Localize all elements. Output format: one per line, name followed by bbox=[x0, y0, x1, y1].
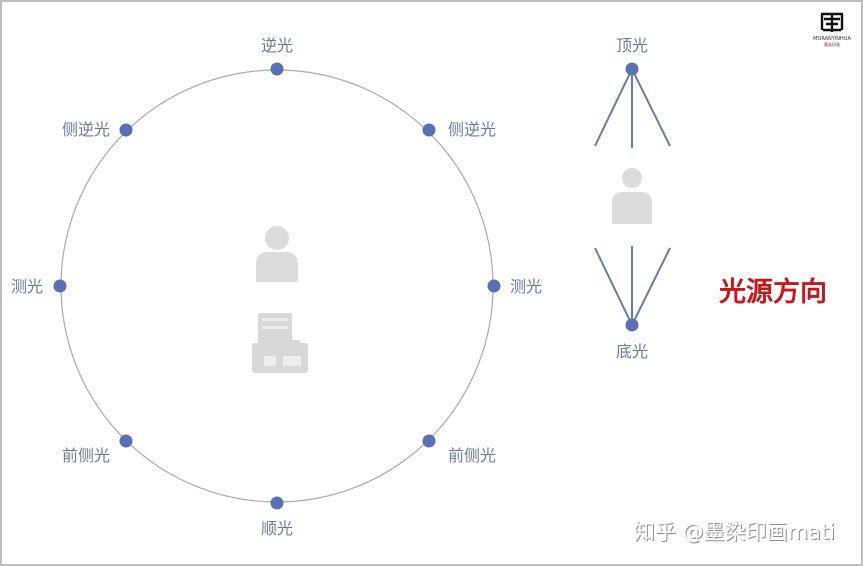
label-bottom: 顺光 bbox=[261, 519, 293, 538]
circle-light-labels: 逆光 侧逆光 测光 前侧光 顺光 前侧光 测光 侧逆光 bbox=[11, 36, 542, 538]
label-top-right: 侧逆光 bbox=[448, 120, 496, 139]
light-dot-underneath bbox=[625, 318, 639, 332]
camera-icon bbox=[252, 313, 308, 373]
logo-subtext: 墨染印画 bbox=[824, 41, 840, 47]
label-bottom-left: 前侧光 bbox=[62, 446, 110, 465]
person-icon bbox=[256, 226, 298, 282]
light-dot-bottom bbox=[270, 496, 284, 510]
bottom-light-ray-left bbox=[594, 247, 633, 326]
light-dot-top-right bbox=[422, 123, 436, 137]
bottom-light-ray-right bbox=[631, 247, 671, 326]
label-top-left: 侧逆光 bbox=[62, 120, 110, 139]
circle-light-points bbox=[53, 62, 501, 510]
label-top: 逆光 bbox=[261, 36, 293, 55]
calligraphy-seal-logo: MORANYINHUA 墨染印画 bbox=[813, 10, 851, 47]
vertical-light-diagram: 顶光 底光 bbox=[594, 36, 671, 361]
light-dot-bottom-left bbox=[119, 434, 133, 448]
light-dot-overhead bbox=[625, 62, 639, 76]
light-dot-right bbox=[487, 279, 501, 293]
logo-text: MORANYINHUA bbox=[813, 36, 851, 42]
label-bottom-right: 前侧光 bbox=[448, 446, 496, 465]
top-light-ray-right bbox=[631, 68, 671, 147]
label-overhead: 顶光 bbox=[616, 36, 648, 55]
light-dot-left bbox=[53, 279, 67, 293]
label-left: 测光 bbox=[11, 277, 43, 296]
light-dot-top-left bbox=[119, 123, 133, 137]
person-icon-small bbox=[612, 168, 652, 224]
watermark-text: 知乎 @墨染印画mati bbox=[634, 520, 835, 544]
label-right: 测光 bbox=[510, 277, 542, 296]
label-underneath: 底光 bbox=[616, 342, 648, 361]
top-light-ray-left bbox=[594, 68, 633, 147]
light-dot-bottom-right bbox=[422, 434, 436, 448]
watermark-shadow: 知乎 @墨染印画mati bbox=[635, 521, 836, 545]
diagram-title: 光源方向 bbox=[718, 276, 827, 308]
light-dot-top bbox=[270, 62, 284, 76]
